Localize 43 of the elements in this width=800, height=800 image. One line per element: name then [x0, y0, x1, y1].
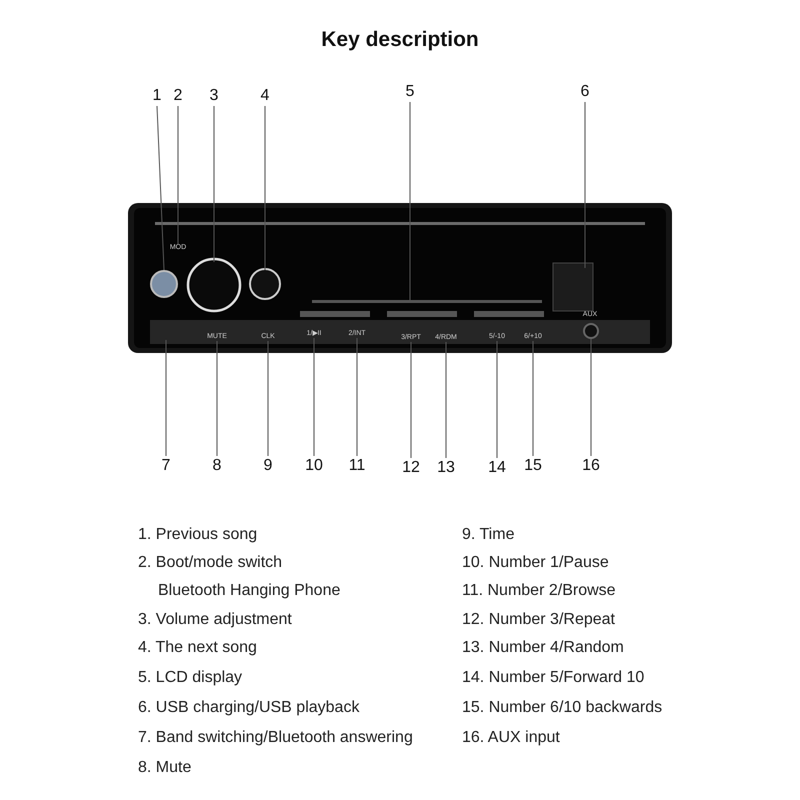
- callout-number: 3: [203, 86, 225, 106]
- callout-number: 15: [522, 456, 544, 476]
- key-description: 14. Number 5/Forward 10: [462, 668, 644, 688]
- leader-line: [156, 106, 164, 270]
- callout-number: 1: [146, 86, 168, 106]
- leader-line: [532, 340, 534, 456]
- callout-number: 13: [435, 458, 457, 478]
- title: Key description: [320, 27, 480, 53]
- key-description: 8. Mute: [138, 758, 192, 778]
- leader-line: [496, 340, 498, 458]
- callout-number: 5: [399, 82, 421, 102]
- key-description: 15. Number 6/10 backwards: [462, 698, 662, 718]
- leader-line: [410, 342, 412, 458]
- key-description: 13. Number 4/Random: [462, 638, 624, 658]
- key-description: 11. Number 2/Browse: [462, 581, 616, 601]
- callout-number: 9: [257, 456, 279, 476]
- leader-line: [356, 338, 358, 456]
- callout-number: 10: [303, 456, 325, 476]
- key-description: 6. USB charging/USB playback: [138, 698, 360, 718]
- callout-number: 2: [167, 86, 189, 106]
- key-description: 9. Time: [462, 525, 514, 545]
- callout-number: 12: [400, 458, 422, 478]
- key-description: Bluetooth Hanging Phone: [158, 581, 340, 601]
- key-description: 16. AUX input: [462, 728, 560, 748]
- leader-line: [584, 102, 586, 268]
- callout-number: 14: [486, 458, 508, 478]
- callout-number: 4: [254, 86, 276, 106]
- callout-number: 16: [580, 456, 602, 476]
- callout-number: 7: [155, 456, 177, 476]
- leader-line: [216, 340, 218, 456]
- key-description: 12. Number 3/Repeat: [462, 610, 615, 630]
- key-description: 10. Number 1/Pause: [462, 553, 609, 573]
- callout-number: 6: [574, 82, 596, 102]
- key-description: 5. LCD display: [138, 668, 242, 688]
- callout-number: 11: [346, 456, 368, 476]
- key-description: 7. Band switching/Bluetooth answering: [138, 728, 413, 748]
- callout-number: 8: [206, 456, 228, 476]
- key-description: 1. Previous song: [138, 525, 258, 545]
- key-description: 3. Volume adjustment: [138, 610, 292, 630]
- key-description: 4. The next song: [138, 638, 257, 658]
- leader-line: [264, 106, 266, 270]
- key-description: 2. Boot/mode switch: [138, 553, 282, 573]
- leader-line: [590, 338, 592, 456]
